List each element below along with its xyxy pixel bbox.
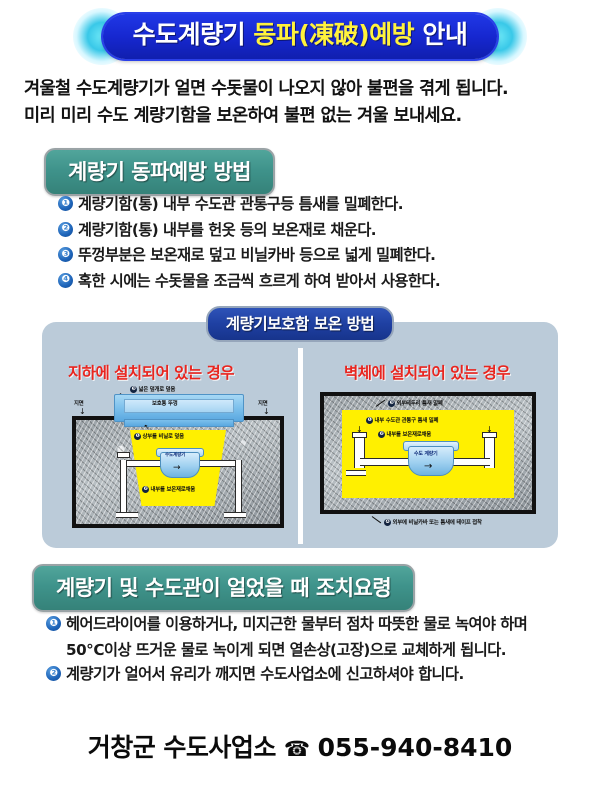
wall-callout-bullet-4: ❹ — [384, 519, 391, 526]
list-item: ❷ 계량기가 얼어서 유리가 깨지면 수도사업소에 신고하셔야 합니다. — [46, 662, 586, 687]
wall-water-meter-body — [408, 446, 454, 476]
case-title-underground: 지하에 설치되어 있는 경우 — [68, 364, 235, 382]
action-item-text: 계량기가 얼어서 유리가 깨지면 수도사업소에 신고하셔야 합니다. — [66, 665, 464, 684]
callout-bullet-2: ❷ — [142, 486, 149, 493]
title-pill: 수도계량기 동파(凍破)예방 안내 — [102, 14, 498, 59]
ground-arrow-right-icon: ↓ — [263, 407, 270, 416]
protective-lid-lip — [124, 419, 234, 427]
list-item-text: 혹한 시에는 수돗물을 조금씩 흐르게 하여 받아서 사용한다. — [78, 271, 441, 290]
wall-arrow-right-icon: ↓ — [486, 425, 493, 434]
list-item-text: 계량기함(통) 내부를 헌옷 등의 보온재로 채운다. — [78, 220, 377, 239]
protective-lid-inner — [124, 399, 234, 413]
diagram-section-banner: 계량기보호함 보온 방법 — [0, 306, 600, 342]
title-part-3: 안내 — [414, 20, 468, 49]
title-banner: 수도계량기 동파(凍破)예방 안내 — [0, 8, 600, 65]
list-item: ❹ 혹한 시에는 수돗물을 조금씩 흐르게 하여 받아서 사용한다. — [58, 269, 583, 294]
action-bullet-1: ❶ — [46, 616, 61, 631]
diagram-panel-divider — [298, 348, 303, 544]
wall-callout-bottom-text: 외부에 비닐카바 또는 틈새에 테이프 접착 — [392, 520, 482, 526]
pipe-outlet-vertical — [235, 460, 242, 516]
callout-1-text: 상부를 비닐로 덮음 — [142, 434, 185, 440]
footer-office-name: 거창군 수도사업소 — [87, 733, 277, 762]
list-item: ❸ 뚜껑부분은 보온재로 덮고 비닐카바 등으로 넓게 밀폐한다. — [58, 243, 583, 268]
wall-flow-arrow-icon: → — [424, 461, 433, 472]
wall-arrow-left-icon: ↓ — [356, 425, 363, 434]
action-item-text-continued: 50℃이상 뜨거운 물로 녹이게 되면 열손상(고장)으로 교체하게 됩니다. — [66, 640, 506, 659]
pipe-inlet-foot — [116, 512, 138, 518]
wall-pipe-outlet-horizontal — [450, 458, 490, 466]
valve-cap-icon — [117, 452, 130, 458]
list-item-text: 계량기함(통) 내부 수도관 관통구등 틈새를 밀폐한다. — [78, 195, 404, 213]
list-bullet-4: ❹ — [58, 272, 73, 288]
water-meter-body — [160, 452, 200, 478]
list-item-text: 뚜껑부분은 보온재로 덮고 비닐카바 등으로 넓게 밀폐한다. — [78, 246, 436, 265]
ground-label-left: 지면 — [74, 401, 84, 407]
list-item: ❶ 헤어드라이어를 이용하거나, 미지근한 물부터 점차 따뜻한 물로 녹여야 … — [46, 612, 586, 637]
pipe-outlet-horizontal — [194, 460, 240, 467]
list-bullet-3: ❸ — [58, 247, 73, 263]
action-item-text: 헤어드라이어를 이용하거나, 미지근한 물부터 점차 따뜻한 물로 녹여야 하며 — [66, 615, 528, 633]
wall-callout-bullet-2: ❷ — [378, 431, 385, 438]
callout-bullet-1: ❶ — [134, 433, 141, 440]
wall-callout-top-text: 외부테두리 틈새 밀폐 — [396, 401, 443, 407]
case-title-wall: 벽체에 설치되어 있는 경우 — [344, 364, 511, 382]
title-part-highlight: 동파(凍破)예방 — [253, 20, 415, 49]
wall-callout-bullet-1: ❶ — [366, 417, 373, 424]
flow-arrow-icon: → — [173, 463, 181, 473]
ground-label-right: 지면 — [258, 401, 268, 407]
intro-line-2: 미리 미리 수도 계량기함을 보온하여 불편 없는 겨울 보내세요. — [24, 106, 462, 127]
wall-pipe-right-vertical — [484, 434, 495, 468]
wall-pipe-inlet-horizontal — [360, 458, 410, 466]
callout-bullet-3: ❸ — [130, 386, 137, 393]
action-bullet-2: ❷ — [46, 666, 61, 682]
list-bullet-1: ❶ — [58, 196, 73, 211]
footer-contact: 거창군 수도사업소☎ 055-940-8410 — [0, 728, 600, 764]
wall-valve-right-icon — [482, 432, 497, 438]
list-bullet-2: ❷ — [58, 221, 73, 237]
intro-line-1: 겨울철 수도계량기가 얼면 수돗물이 나오지 않아 불편을 겪게 됩니다. — [24, 79, 509, 99]
list-item: ❶ 계량기함(통) 내부 수도관 관통구등 틈새를 밀폐한다. — [58, 192, 583, 217]
section-header-prevention: 계량기 동파예방 방법 — [44, 148, 276, 196]
lid-label: 보호통 뚜껑 — [152, 401, 178, 407]
title-part-1: 수도계량기 — [132, 20, 254, 49]
ground-arrow-left-icon: ↓ — [79, 407, 86, 416]
title-glow: 수도계량기 동파(凍破)예방 안내 — [72, 8, 528, 65]
pipe-outlet-foot — [224, 512, 246, 518]
diagram-banner-label: 계량기보호함 보온 방법 — [205, 306, 395, 342]
wall-pipe-left-vertical — [354, 434, 365, 468]
pipe-inlet-vertical — [120, 460, 127, 516]
action-guide-list: ❶ 헤어드라이어를 이용하거나, 미지근한 물부터 점차 따뜻한 물로 녹여야 … — [46, 612, 586, 688]
wall-pipe-drain — [346, 470, 366, 476]
wall-callout-2-text: 내부를 보온재로채움 — [386, 432, 432, 438]
wall-valve-left-icon — [352, 432, 367, 438]
telephone-icon: ☎ — [283, 737, 310, 761]
prevention-method-list: ❶ 계량기함(통) 내부 수도관 관통구등 틈새를 밀폐한다. ❷ 계량기함(통… — [58, 192, 583, 295]
water-meter-label: 수도계량기 — [165, 453, 186, 458]
callout-top-text: 넓은 덮개로 덮음 — [138, 387, 176, 393]
list-item: ❷ 계량기함(통) 내부를 헌옷 등의 보온재로 채운다. — [58, 218, 583, 243]
section-header-action: 계량기 및 수도관이 얼었을 때 조치요령 — [32, 564, 416, 612]
wall-leader-bottom — [371, 516, 382, 524]
intro-paragraph: 겨울철 수도계량기가 얼면 수돗물이 나오지 않아 불편을 겪게 됩니다. 미리… — [24, 76, 580, 130]
callout-2-text: 내부를 보온재로채움 — [150, 487, 196, 493]
wall-callout-bullet-3: ❸ — [388, 400, 395, 407]
footer-phone-number: 055-940-8410 — [317, 733, 513, 762]
pipe-inlet-horizontal — [120, 460, 166, 467]
wall-water-meter-label: 수도 계량기 — [414, 451, 438, 457]
wall-callout-1-text: 내부 수도관 관통구 틈새 밀폐 — [374, 418, 439, 424]
